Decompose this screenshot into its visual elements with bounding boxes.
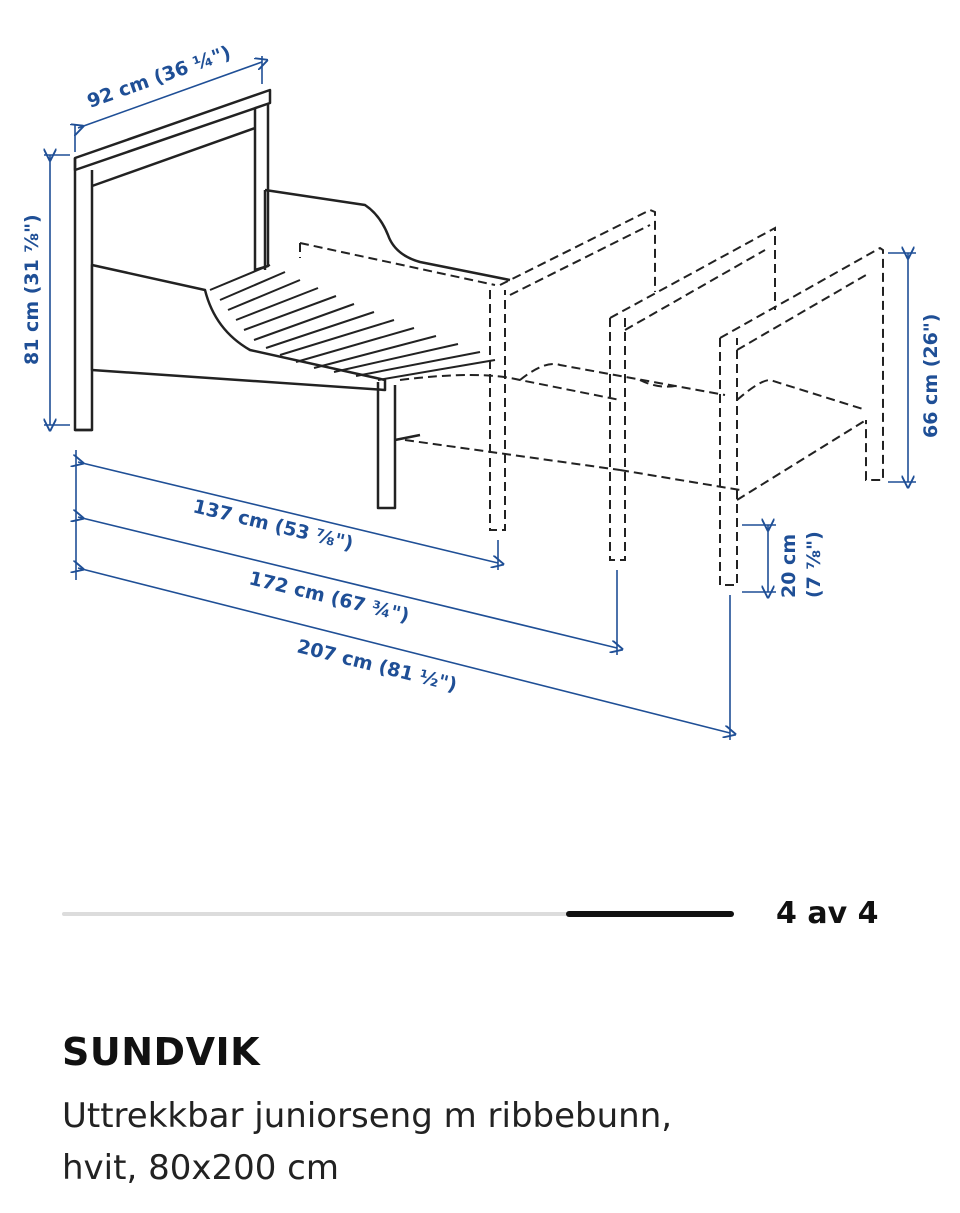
product-description-line-1: Uttrekkbar juniorseng m ribbebunn, (62, 1096, 673, 1136)
dim-clearance-in-label: (7 ⅞") (803, 531, 825, 598)
product-name: SUNDVIK (62, 1030, 261, 1074)
bed-extension-drawing (299, 208, 884, 586)
dim-length-mid-label: 172 cm (67 ¾") (247, 567, 412, 627)
dim-length-short-label: 137 cm (53 ⅞") (191, 495, 356, 555)
product-description: Uttrekkbar juniorseng m ribbebunn, hvit,… (62, 1090, 922, 1194)
product-dimension-diagram: 92 cm (36 ¼") 81 cm (31 ⅞") 137 cm (53 ⅞… (21, 42, 942, 740)
gallery-progress-track (62, 912, 734, 916)
product-description-line-2: hvit, 80x200 cm (62, 1148, 339, 1188)
dim-height-label: 81 cm (31 ⅞") (21, 214, 43, 365)
gallery-position-counter: 4 av 4 (776, 896, 879, 931)
dimension-lines (44, 56, 916, 740)
gallery-progress-bar (62, 911, 734, 917)
dim-width-label: 92 cm (36 ¼") (84, 42, 233, 113)
dim-length-long-label: 207 cm (81 ½") (295, 636, 459, 697)
dim-clearance-cm-label: 20 cm (778, 534, 800, 598)
dim-foot-height-label: 66 cm (26") (920, 314, 942, 438)
gallery-progress-indicator (566, 911, 734, 917)
bed-frame-drawing (73, 88, 511, 510)
